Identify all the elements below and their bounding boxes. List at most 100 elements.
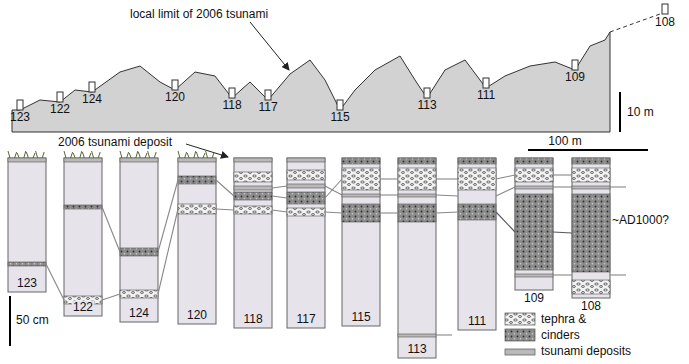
leader-arrow xyxy=(186,144,228,157)
site-marker xyxy=(229,88,235,98)
layer-band xyxy=(178,204,216,214)
callout-text: local limit of 2006 tsunami xyxy=(130,8,268,21)
grass xyxy=(203,153,205,158)
correlation-line xyxy=(158,209,178,294)
grass xyxy=(127,152,129,158)
layer-band xyxy=(120,158,158,162)
site-number: 109 xyxy=(565,71,585,84)
correlation-line xyxy=(272,196,287,198)
scale-label: 100 m xyxy=(548,135,581,148)
grass xyxy=(15,152,17,158)
layer-band xyxy=(458,204,496,220)
layer-band xyxy=(458,158,496,164)
layer-band xyxy=(287,184,325,188)
legend-swatch xyxy=(505,349,535,355)
site-number: 111 xyxy=(477,89,495,102)
column-number: 118 xyxy=(242,313,263,326)
age-label: ~AD1000? xyxy=(612,214,669,227)
soil-column xyxy=(8,158,46,292)
soil-column xyxy=(398,158,436,358)
correlation-line xyxy=(325,179,342,198)
scale-bar-50cm xyxy=(9,296,11,346)
layer-band xyxy=(458,168,496,190)
soil-column xyxy=(342,158,380,326)
column-number: 108 xyxy=(580,300,602,313)
site-marker xyxy=(337,100,343,110)
legend-text: tephra & xyxy=(541,313,586,326)
terrain-profile xyxy=(12,32,610,132)
grass xyxy=(194,151,196,158)
correlation-line xyxy=(553,174,572,175)
leader-arrow xyxy=(250,22,289,70)
soil-column xyxy=(287,158,325,328)
correlation-line xyxy=(436,178,458,179)
soil-column xyxy=(458,158,496,330)
site-number: 113 xyxy=(417,99,436,112)
grass xyxy=(8,151,10,158)
column-number: 117 xyxy=(295,313,316,326)
grass xyxy=(120,151,122,158)
layer-band xyxy=(342,194,380,197)
correlation-line xyxy=(216,180,234,196)
layer-band xyxy=(120,248,158,256)
soil-column xyxy=(515,158,553,290)
correlation-line xyxy=(380,212,398,213)
correlation-line xyxy=(325,212,342,213)
grass xyxy=(154,152,156,158)
layer-band xyxy=(178,158,216,162)
correlation-line xyxy=(380,178,398,179)
grass xyxy=(136,151,138,158)
layer-band xyxy=(342,204,380,222)
correlation-line xyxy=(158,180,178,252)
soil-column: 117 xyxy=(287,158,325,328)
grass xyxy=(89,153,91,158)
layer-band xyxy=(64,158,102,162)
grass xyxy=(206,151,208,158)
soil-column: 118 xyxy=(234,158,272,328)
site-marker xyxy=(265,90,271,100)
correlation-line xyxy=(272,186,287,188)
correlation-line xyxy=(436,334,452,335)
grass xyxy=(129,153,131,158)
grass xyxy=(98,152,100,158)
site-number: 118 xyxy=(222,99,241,112)
layer-band xyxy=(120,290,158,298)
column-number: 111 xyxy=(467,315,487,328)
layer-band xyxy=(342,158,380,164)
soil-column xyxy=(64,158,102,316)
correlation-line xyxy=(216,209,234,210)
correlation-line xyxy=(496,212,515,232)
layer-band xyxy=(64,205,102,209)
layer-band xyxy=(287,208,325,216)
site-number: 120 xyxy=(165,91,185,104)
layer-band xyxy=(398,168,436,190)
soil-column: 115 xyxy=(342,158,380,326)
site-number: 122 xyxy=(50,103,70,116)
correlation-line xyxy=(325,186,342,195)
scale-label: 10 m xyxy=(627,106,654,119)
correlation-line xyxy=(496,175,515,179)
correlation-line xyxy=(496,187,515,196)
correlation-line xyxy=(610,186,626,187)
soil-column: 108 xyxy=(572,158,610,298)
layer-band xyxy=(234,206,272,214)
grass xyxy=(17,153,19,158)
site-number: 124 xyxy=(82,93,102,106)
site-number: 123 xyxy=(10,111,30,124)
legend-text: cinders xyxy=(541,329,580,342)
site-marker xyxy=(662,4,668,14)
layer-band xyxy=(8,158,46,162)
layer-band xyxy=(287,158,325,162)
soil-column: 111 xyxy=(458,158,496,330)
grass xyxy=(138,152,140,158)
grass xyxy=(187,153,189,158)
correlation-line xyxy=(436,195,458,196)
grass xyxy=(26,152,28,158)
site-number: 115 xyxy=(330,111,349,124)
layer-band xyxy=(398,204,436,222)
soil-column xyxy=(234,158,272,328)
grass xyxy=(196,152,198,158)
scale-label: 50 cm xyxy=(16,314,49,327)
correlation-line xyxy=(610,274,626,275)
soil-column: 122 xyxy=(64,158,102,316)
